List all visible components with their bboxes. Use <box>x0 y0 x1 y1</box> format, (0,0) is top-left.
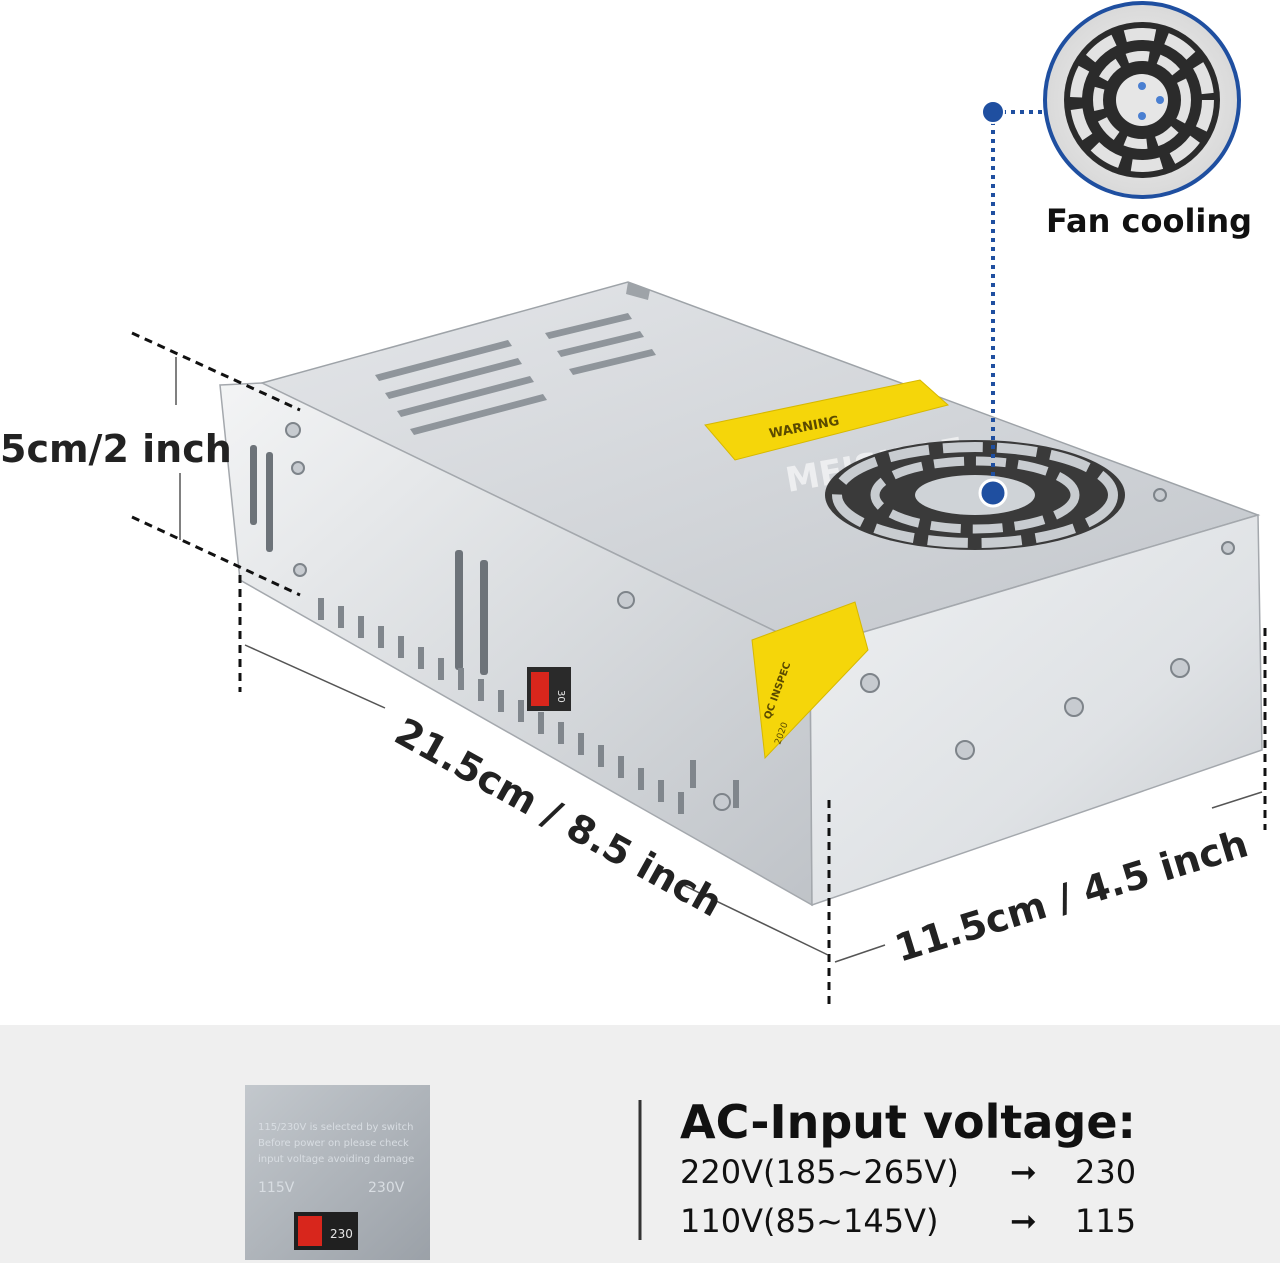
screws <box>285 422 1235 811</box>
fan-cooling-label: Fan cooling <box>1046 202 1252 240</box>
side-vent-row <box>318 598 739 814</box>
end-face <box>809 514 1263 907</box>
spec-row-1-input: 220V(185~265V) <box>680 1153 959 1191</box>
qc-label <box>751 601 869 760</box>
rear-flange <box>626 282 650 300</box>
callout-dot-top <box>981 100 1005 124</box>
height-label: 5cm/2 inch <box>0 427 232 471</box>
spec-row-2-setting: 115 <box>1075 1202 1136 1240</box>
callout-dot-fan <box>978 478 1008 508</box>
switch-text-line-1: 115/230V is selected by switch <box>258 1122 414 1133</box>
dimension-guides <box>175 357 1263 963</box>
switch-left-label: 115V <box>258 1180 295 1196</box>
top-vents <box>375 313 656 435</box>
spec-row-2-input: 110V(85~145V) <box>680 1202 938 1240</box>
box-fan-grill <box>825 440 1125 550</box>
fan-closeup <box>1043 1 1241 199</box>
power-supply-box: WARNING MEISHILE <box>219 281 1263 907</box>
spec-row-2-arrow: ➞ <box>1010 1202 1037 1240</box>
warning-label <box>704 379 950 461</box>
switch-number: 230 <box>330 1227 353 1241</box>
switch-right-label: 230V <box>368 1180 405 1196</box>
side-slots <box>250 445 488 675</box>
spec-title: AC-Input voltage: <box>680 1095 1136 1149</box>
spec-row-1-arrow: ➞ <box>1010 1153 1037 1191</box>
switch-text-line-3: input voltage avoiding damage <box>258 1154 414 1165</box>
fan-callout: Fan cooling <box>978 1 1252 508</box>
switch-thumbnail: 115/230V is selected by switch Before po… <box>245 1085 430 1260</box>
switch-text-line-2: Before power on please check <box>258 1138 409 1149</box>
dimension-lines <box>131 331 1267 1010</box>
voltage-switch-toggle <box>531 672 549 706</box>
spec-row-1-setting: 230 <box>1075 1153 1136 1191</box>
voltage-switch-number: 30 <box>555 690 566 703</box>
